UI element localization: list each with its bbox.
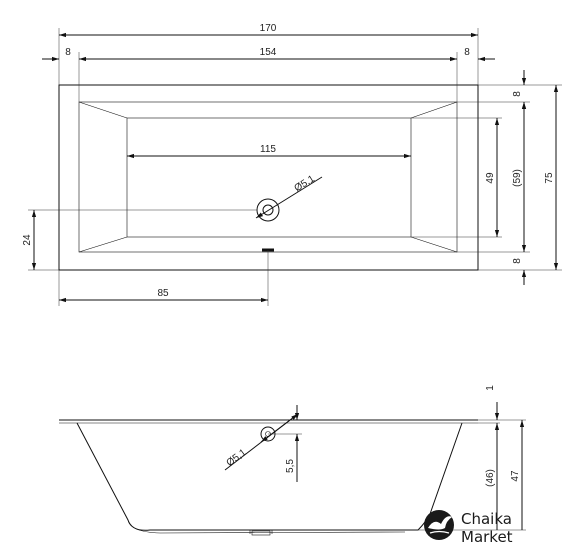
tub-inner-outline bbox=[78, 101, 458, 253]
dim-overall-length: 170 bbox=[260, 23, 277, 34]
dim-bottom-width: 49 bbox=[485, 172, 496, 184]
side-view: Ø5,1 5,5 1 (46) 47 bbox=[59, 385, 526, 536]
dim-drain-from-side: 24 bbox=[22, 234, 33, 246]
dim-bottom-rim-width: 8 bbox=[512, 258, 523, 264]
dim-top-rim-width: 8 bbox=[512, 91, 523, 97]
top-view: 170 8 154 8 115 Ø5,1 24 85 bbox=[22, 23, 562, 306]
dim-overall-depth: 47 bbox=[510, 470, 521, 482]
dim-drain-height: 5,5 bbox=[285, 459, 296, 473]
dim-drain-from-end: 85 bbox=[157, 288, 169, 299]
dim-left-rim: 8 bbox=[65, 47, 71, 58]
brand-name-line2: Market bbox=[461, 528, 513, 546]
brand-logo: Chaika Market bbox=[424, 510, 513, 546]
dim-inner-length: 154 bbox=[260, 47, 277, 58]
brand-name-line1: Chaika bbox=[461, 510, 512, 528]
tub-outer-outline bbox=[58, 84, 479, 271]
dim-inner-depth-bracket: (46) bbox=[485, 469, 496, 487]
dim-bottom-length: 115 bbox=[260, 144, 276, 155]
drain-top bbox=[256, 198, 280, 258]
dim-rim-thickness: 1 bbox=[485, 385, 496, 391]
dim-overall-width: 75 bbox=[544, 172, 555, 184]
dim-inner-width-bracket: (59) bbox=[512, 169, 523, 187]
dim-drain-diameter-side: Ø5,1 bbox=[225, 447, 249, 469]
dim-drain-diameter-top: Ø5,1 bbox=[293, 173, 318, 194]
tub-bottom-outline bbox=[126, 117, 412, 238]
dim-right-rim: 8 bbox=[464, 47, 470, 58]
tub-side-profile bbox=[76, 422, 463, 531]
